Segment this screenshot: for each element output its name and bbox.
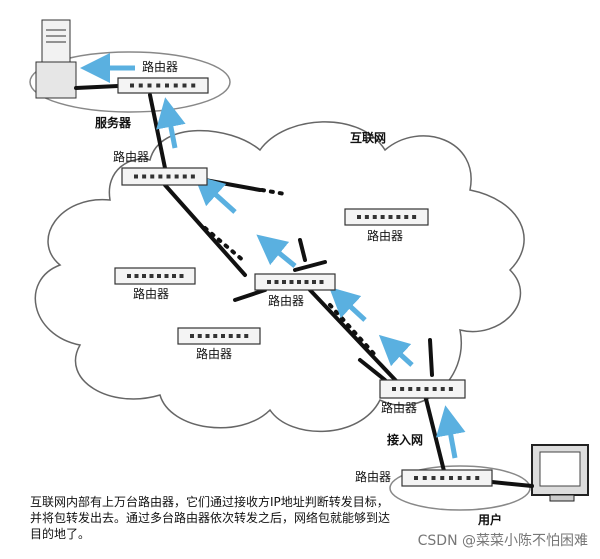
router-port bbox=[297, 280, 301, 284]
watermark: CSDN @菜菜小陈不怕困难 bbox=[417, 533, 588, 549]
router-port bbox=[127, 274, 131, 278]
internet-label: 互联网 bbox=[350, 131, 387, 145]
router-port bbox=[130, 83, 134, 88]
router-port bbox=[150, 174, 155, 179]
router-port bbox=[228, 334, 233, 338]
router-port bbox=[182, 83, 187, 88]
router-server-label: 路由器 bbox=[142, 60, 179, 74]
router-port bbox=[172, 274, 176, 278]
router-port bbox=[440, 387, 445, 391]
router-user-icon bbox=[401, 469, 493, 487]
router-port bbox=[174, 174, 179, 179]
router-lower-left-icon bbox=[177, 327, 261, 345]
routers bbox=[114, 77, 493, 487]
router-center-icon bbox=[254, 273, 336, 291]
router-port bbox=[357, 215, 361, 219]
router-right-label: 路由器 bbox=[367, 229, 404, 243]
router-port bbox=[466, 476, 471, 480]
router-server-icon bbox=[117, 77, 209, 94]
router-port bbox=[267, 280, 271, 284]
router-port bbox=[388, 215, 393, 219]
router-port bbox=[156, 83, 161, 88]
router-lower-left-label: 路由器 bbox=[196, 347, 233, 361]
router-port bbox=[400, 387, 405, 391]
user-label: 用户 bbox=[478, 513, 503, 527]
router-port bbox=[157, 274, 161, 278]
router-right-icon bbox=[344, 208, 429, 226]
router-port bbox=[190, 334, 194, 338]
router-port bbox=[236, 334, 241, 338]
router-port bbox=[158, 174, 163, 179]
router-port bbox=[190, 174, 195, 179]
router-port bbox=[164, 274, 169, 278]
user-area-ellipse bbox=[389, 465, 531, 511]
router-port bbox=[372, 215, 377, 219]
router-port bbox=[396, 215, 401, 219]
router-port bbox=[431, 476, 436, 480]
router-port bbox=[142, 274, 146, 278]
router-port bbox=[289, 280, 294, 284]
router-port bbox=[312, 280, 316, 284]
router-port bbox=[197, 334, 202, 338]
router-port bbox=[282, 280, 286, 284]
router-port bbox=[432, 387, 437, 391]
access-network-label: 接入网 bbox=[387, 433, 424, 447]
router-access-icon bbox=[379, 379, 466, 399]
router-port bbox=[475, 476, 480, 480]
cables bbox=[74, 84, 534, 488]
router-top-icon bbox=[121, 167, 208, 186]
router-port bbox=[416, 387, 421, 391]
router-port bbox=[134, 274, 139, 278]
router-left-label: 路由器 bbox=[133, 287, 170, 301]
router-port bbox=[149, 274, 154, 278]
router-port bbox=[380, 215, 385, 219]
packet-arrows bbox=[80, 53, 466, 459]
router-port bbox=[138, 83, 143, 88]
router-port bbox=[166, 174, 171, 179]
router-port bbox=[165, 83, 169, 88]
router-port bbox=[448, 387, 453, 391]
router-port bbox=[414, 476, 418, 480]
router-port bbox=[404, 215, 409, 219]
diagram-caption: 互联网内部有上万台路由器，它们通过接收方IP地址判断转发目标，并将包转发出去。通… bbox=[30, 495, 391, 541]
router-port bbox=[274, 280, 279, 284]
router-port bbox=[408, 387, 413, 391]
router-port bbox=[147, 83, 152, 88]
router-port bbox=[449, 476, 453, 480]
server-icon bbox=[35, 19, 77, 99]
router-left-icon bbox=[114, 267, 196, 285]
router-user-label: 路由器 bbox=[355, 470, 392, 484]
router-port bbox=[422, 476, 427, 480]
router-port bbox=[319, 280, 324, 284]
server-area-ellipse bbox=[29, 51, 231, 113]
router-top-label: 路由器 bbox=[113, 150, 150, 164]
router-port bbox=[191, 83, 196, 88]
router-center-label: 路由器 bbox=[268, 294, 305, 308]
router-port bbox=[304, 280, 309, 284]
router-port bbox=[182, 174, 187, 179]
router-port bbox=[424, 387, 429, 391]
router-port bbox=[142, 174, 147, 179]
router-port bbox=[134, 174, 138, 179]
server-label: 服务器 bbox=[95, 116, 132, 130]
router-access-label: 路由器 bbox=[381, 401, 418, 415]
router-port bbox=[440, 476, 445, 480]
router-port bbox=[244, 334, 249, 338]
router-port bbox=[412, 215, 417, 219]
router-port bbox=[364, 215, 369, 219]
router-port bbox=[457, 476, 462, 480]
user-computer-icon bbox=[531, 444, 589, 502]
router-port bbox=[221, 334, 225, 338]
router-port bbox=[392, 387, 396, 391]
router-port bbox=[179, 274, 184, 278]
router-port bbox=[173, 83, 178, 88]
router-port bbox=[213, 334, 218, 338]
router-port bbox=[205, 334, 210, 338]
